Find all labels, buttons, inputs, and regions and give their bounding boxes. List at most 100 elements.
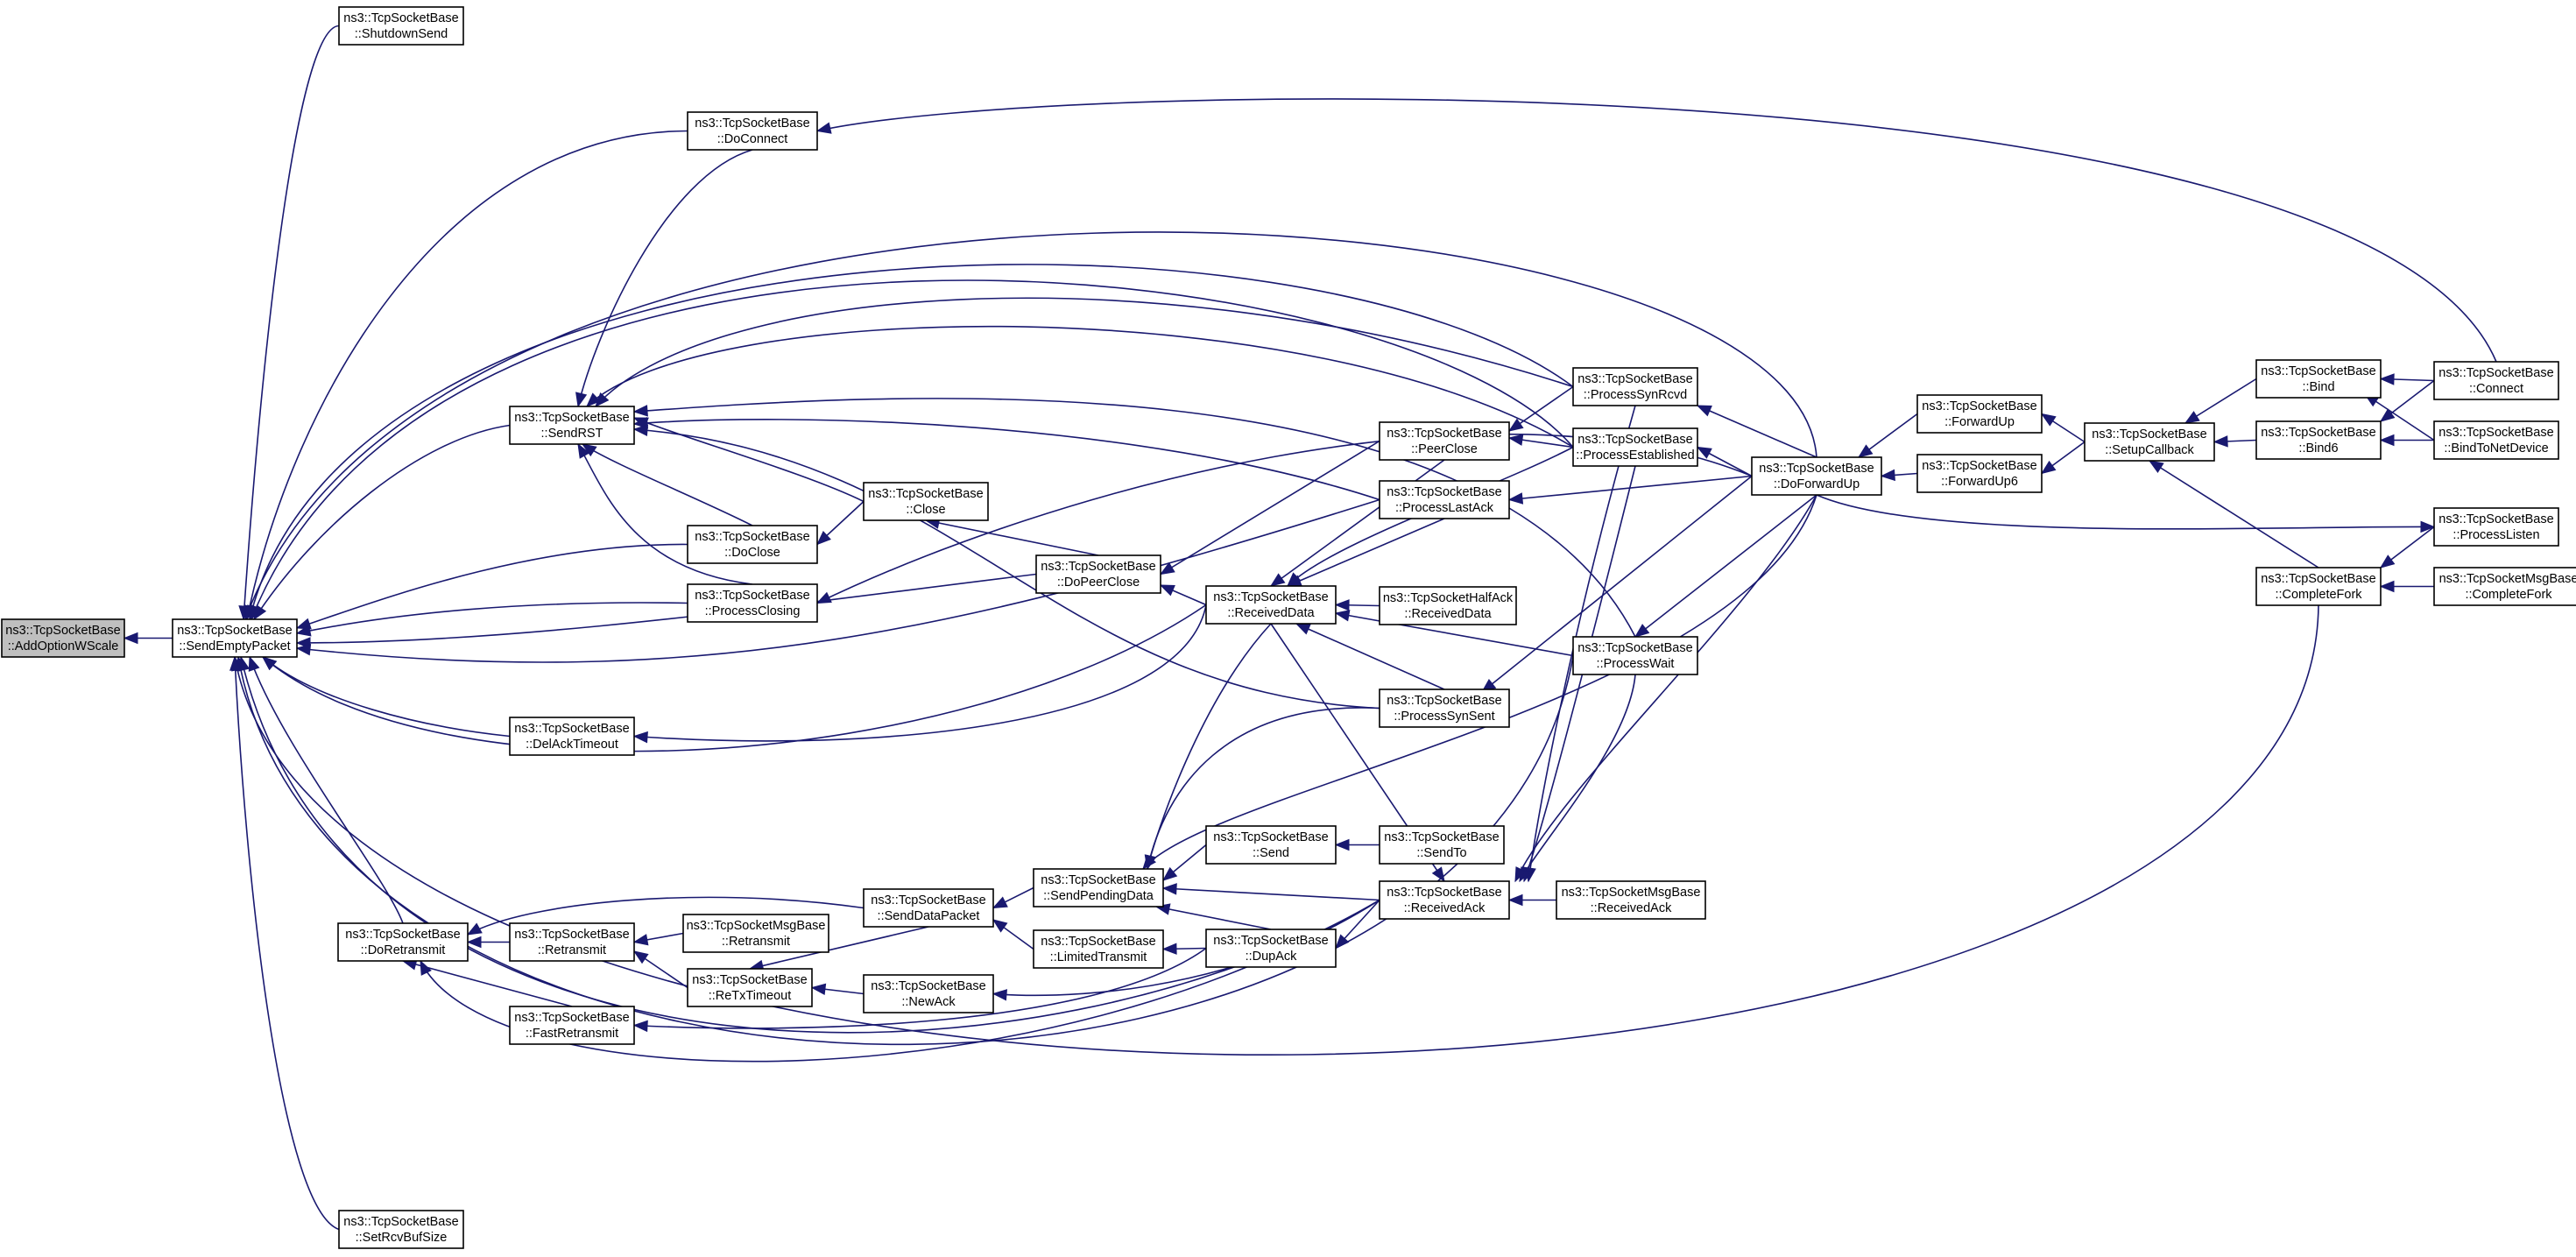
- node-sendTo[interactable]: ns3::TcpSocketBase::SendTo: [1379, 825, 1505, 865]
- node-newAck[interactable]: ns3::TcpSocketBase::NewAck: [863, 974, 994, 1013]
- call-edge-processEstablished-to-peerClose: [1507, 434, 1574, 448]
- node-box: [338, 1210, 464, 1249]
- node-box: [1572, 636, 1698, 675]
- call-edge-peerClose-to-doPeerClose: [1159, 440, 1380, 576]
- node-halfAckReceivedData[interactable]: ns3::TcpSocketHalfAck::ReceivedData: [1379, 586, 1517, 625]
- node-processSynRcvd[interactable]: ns3::TcpSocketBase::ProcessSynRcvd: [1572, 367, 1698, 406]
- node-msgRetransmit[interactable]: ns3::TcpSocketMsgBase::Retransmit: [682, 914, 829, 953]
- node-class-label: ns3::TcpSocketBase: [1213, 934, 1328, 948]
- node-box: [1033, 868, 1164, 907]
- node-method-label: ::ForwardUp6: [1941, 475, 2018, 489]
- node-class-label: ns3::TcpSocketBase: [2438, 426, 2553, 440]
- node-box: [2255, 359, 2382, 399]
- node-setupCallback[interactable]: ns3::TcpSocketBase::SetupCallback: [2084, 422, 2215, 462]
- node-doPeerClose[interactable]: ns3::TcpSocketBase::DoPeerClose: [1035, 554, 1161, 594]
- call-edge-sendTo-to-send: [1334, 838, 1380, 851]
- node-delAckTimeout[interactable]: ns3::TcpSocketBase::DelAckTimeout: [509, 717, 635, 756]
- node-method-label: ::DoConnect: [717, 132, 788, 146]
- node-sendRST[interactable]: ns3::TcpSocketBase::SendRST: [509, 406, 635, 445]
- node-box: [2433, 420, 2559, 460]
- node-processClosing[interactable]: ns3::TcpSocketBase::ProcessClosing: [687, 583, 818, 623]
- node-retransmit[interactable]: ns3::TcpSocketBase::Retransmit: [509, 922, 635, 962]
- call-edge-doForwardUp-to-receivedAck: [1514, 494, 1817, 883]
- node-limitedTransmit[interactable]: ns3::TcpSocketBase::LimitedTransmit: [1033, 929, 1164, 969]
- call-edge-doClose-to-sendRST: [581, 443, 753, 526]
- node-receivedAck[interactable]: ns3::TcpSocketBase::ReceivedAck: [1379, 880, 1510, 920]
- call-edge-processClosing-to-sendEmptyPacket: [295, 602, 688, 637]
- node-fastRetransmit[interactable]: ns3::TcpSocketBase::FastRetransmit: [509, 1006, 635, 1045]
- node-sendEmptyPacket[interactable]: ns3::TcpSocketBase::SendEmptyPacket: [172, 618, 298, 658]
- node-class-label: ns3::TcpSocketBase: [1922, 459, 2036, 473]
- node-close[interactable]: ns3::TcpSocketBase::Close: [863, 482, 989, 521]
- node-class-label: ns3::TcpSocketBase: [2261, 364, 2375, 378]
- node-bind6[interactable]: ns3::TcpSocketBase::Bind6: [2255, 420, 2382, 460]
- call-edge-completeFork-to-setupCallback: [2148, 460, 2319, 568]
- node-class-label: ns3::TcpSocketBase: [695, 589, 809, 603]
- node-class-label: ns3::TcpSocketBase: [1384, 830, 1499, 844]
- node-peerClose[interactable]: ns3::TcpSocketBase::PeerClose: [1379, 421, 1510, 461]
- node-receivedData[interactable]: ns3::TcpSocketBase::ReceivedData: [1205, 585, 1337, 625]
- node-addOptionWScale[interactable]: ns3::TcpSocketBase::AddOptionWScale: [1, 618, 125, 658]
- call-edge-receivedData-to-doPeerClose: [1159, 584, 1207, 606]
- node-msgReceivedAck[interactable]: ns3::TcpSocketMsgBase::ReceivedAck: [1556, 880, 1706, 920]
- node-method-label: ::Close: [906, 503, 945, 517]
- node-class-label: ns3::TcpSocketMsgBase: [1562, 886, 1701, 900]
- node-method-label: ::ProcessSynSent: [1394, 710, 1494, 724]
- node-class-label: ns3::TcpSocketBase: [1213, 590, 1328, 604]
- node-method-label: ::Retransmit: [722, 935, 790, 949]
- call-edge-bind-to-setupCallback: [2184, 378, 2257, 424]
- node-method-label: ::LimitedTransmit: [1050, 950, 1147, 964]
- node-bind[interactable]: ns3::TcpSocketBase::Bind: [2255, 359, 2382, 399]
- call-edge-send-to-sendPendingData: [1161, 844, 1207, 881]
- node-box: [509, 406, 635, 445]
- call-edge-dupAck-to-fastRetransmit: [632, 947, 1207, 1033]
- call-edge-receivedAck-to-doRetransmit: [420, 899, 1380, 1063]
- node-class-label: ns3::TcpSocketBase: [514, 1011, 629, 1025]
- call-edge-doPeerClose-to-sendEmptyPacket: [295, 573, 1037, 649]
- node-box: [2255, 567, 2382, 606]
- node-shutdownSend[interactable]: ns3::TcpSocketBase::ShutdownSend: [338, 6, 464, 46]
- node-class-label: ns3::TcpSocketBase: [1387, 427, 1501, 441]
- node-forwardUp6[interactable]: ns3::TcpSocketBase::ForwardUp6: [1916, 454, 2043, 493]
- node-sendPendingData[interactable]: ns3::TcpSocketBase::SendPendingData: [1033, 868, 1164, 907]
- call-edge-receivedAck-to-sendPendingData: [1161, 883, 1380, 901]
- node-class-label: ns3::TcpSocketBase: [514, 928, 629, 942]
- node-class-label: ns3::TcpSocketBase: [514, 411, 629, 425]
- node-doClose[interactable]: ns3::TcpSocketBase::DoClose: [687, 525, 818, 564]
- node-processListen[interactable]: ns3::TcpSocketBase::ProcessListen: [2433, 507, 2559, 547]
- call-edge-processSynRcvd-to-sendRST: [595, 297, 1574, 408]
- node-forwardUp[interactable]: ns3::TcpSocketBase::ForwardUp: [1916, 394, 2043, 434]
- node-connect[interactable]: ns3::TcpSocketBase::Connect: [2433, 361, 2559, 400]
- node-class-label: ns3::TcpSocketBase: [868, 487, 983, 501]
- node-sendDataPacket[interactable]: ns3::TcpSocketBase::SendDataPacket: [863, 888, 994, 928]
- call-edge-connect-to-bind: [2379, 373, 2435, 385]
- node-processEstablished[interactable]: ns3::TcpSocketBase::ProcessEstablished: [1572, 427, 1698, 467]
- node-bindToNetDevice[interactable]: ns3::TcpSocketBase::BindToNetDevice: [2433, 420, 2559, 460]
- call-edge-connect-to-bind6: [2379, 379, 2435, 422]
- node-box: [863, 482, 989, 521]
- node-box: [2255, 420, 2382, 460]
- node-processLastAck[interactable]: ns3::TcpSocketBase::ProcessLastAck: [1379, 480, 1510, 519]
- node-processSynSent[interactable]: ns3::TcpSocketBase::ProcessSynSent: [1379, 689, 1510, 728]
- node-box: [337, 922, 469, 962]
- node-class-label: ns3::TcpSocketBase: [2261, 426, 2375, 440]
- call-edge-receivedData-to-sendEmptyPacket: [261, 604, 1207, 752]
- node-class-label: ns3::TcpSocketBase: [695, 530, 809, 544]
- node-dupAck[interactable]: ns3::TcpSocketBase::DupAck: [1205, 929, 1337, 968]
- call-edge-doConnect-to-sendEmptyPacket: [243, 130, 688, 621]
- node-box: [1379, 689, 1510, 728]
- node-method-label: ::ShutdownSend: [355, 27, 448, 41]
- node-msgCompleteFork[interactable]: ns3::TcpSocketMsgBase::CompleteFork: [2433, 567, 2576, 606]
- node-class-label: ns3::TcpSocketBase: [1041, 935, 1155, 949]
- node-reTxTimeout[interactable]: ns3::TcpSocketBase::ReTxTimeout: [687, 968, 813, 1007]
- call-edge-newAck-to-reTxTimeout: [810, 983, 865, 996]
- node-doConnect[interactable]: ns3::TcpSocketBase::DoConnect: [687, 111, 818, 151]
- node-class-label: ns3::TcpSocketBase: [1387, 485, 1501, 499]
- node-setRcvBufSize[interactable]: ns3::TcpSocketBase::SetRcvBufSize: [338, 1210, 464, 1249]
- node-completeFork[interactable]: ns3::TcpSocketBase::CompleteFork: [2255, 567, 2382, 606]
- node-doRetransmit[interactable]: ns3::TcpSocketBase::DoRetransmit: [337, 922, 469, 962]
- node-box: [1751, 456, 1882, 496]
- node-processWait[interactable]: ns3::TcpSocketBase::ProcessWait: [1572, 636, 1698, 675]
- node-send[interactable]: ns3::TcpSocketBase::Send: [1205, 825, 1337, 865]
- node-doForwardUp[interactable]: ns3::TcpSocketBase::DoForwardUp: [1751, 456, 1882, 496]
